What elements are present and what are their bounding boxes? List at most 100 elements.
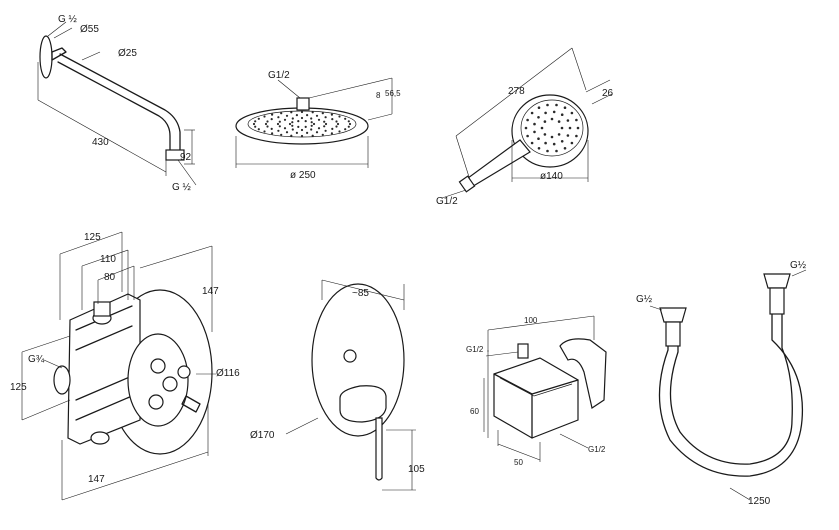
overhead-nozzle-dot [271,132,274,135]
hose-outer-loop [658,299,804,477]
mixer-outlet-3 [148,394,164,410]
hand-shower-nut [458,175,476,193]
mixer-plate-diameter-label: Ø116 [216,368,240,379]
hand-nozzle-dot [537,137,540,140]
trim-diverter-button [343,349,357,363]
overhead-nozzle-dot [306,114,309,117]
hand-nozzle-dot [537,147,541,150]
overhead-nozzle-dot [344,128,347,131]
overhead-nozzle-dot [321,133,324,136]
outlet-thread-bottom-label: G1/2 [588,445,606,454]
overhead-nozzle-dot [280,133,283,136]
hand-shower-handle [464,139,531,189]
outlet-length-label: 100 [524,316,538,325]
overhead-nozzle-dot [266,125,269,128]
overhead-nozzle-dot [336,122,340,126]
hand-nozzle-dot [537,106,541,109]
hand-nozzle-dot [566,119,570,122]
hand-nozzle-dot [575,134,578,138]
hand-nozzle-dot [526,134,529,138]
hand-nozzle-dot [576,126,580,130]
overhead-nozzle-dot [266,120,269,123]
hand-length-label: 278 [508,86,525,97]
overhead-nozzle-dot [252,122,256,126]
trim-lever-drop-label: 105 [408,464,425,475]
hand-nozzle-dot [530,141,534,145]
overhead-nozzle-pattern [252,110,352,138]
overhead-shower-drawing: G1/2 8 56,5 ø 250 [235,70,401,181]
mixer-width-bottom-label: 147 [88,474,105,485]
overhead-nozzle-dot [324,129,327,132]
trim-projection-label: ~85 [352,288,369,299]
mixer-spindle [181,395,201,413]
arm-wall-flange [39,35,53,79]
hand-nozzle-dot [550,117,554,121]
hand-nozzle-dot [537,116,540,119]
overhead-nozzle-dot [270,118,273,121]
mixer-outlet-1 [150,358,166,374]
overhead-nozzle-dot [338,115,341,118]
hand-shower-drawing: 278 26 ø140 G1/2 [436,47,614,207]
mixer-outlet-4 [177,365,191,379]
hand-nozzle-dot [563,147,567,150]
overhead-nozzle-dot [338,130,341,133]
overhead-nozzle-dot [317,118,321,121]
overhead-nozzle-dot [257,128,260,131]
hand-nozzle-pattern [524,103,580,153]
hand-nozzle-dot [560,113,564,116]
overhead-nozzle-dot [300,128,304,132]
hand-nozzle-dot [533,130,536,134]
hand-nozzle-dot [546,103,549,107]
overhead-nozzle-dot [295,114,298,117]
hand-nozzle-dot [552,142,556,146]
overhead-nozzle-dot [278,120,281,123]
hand-nozzle-dot [526,118,529,122]
wall-outlet-drawing: 100 G1/2 60 50 G1/2 [466,315,607,467]
hose-right-cone [769,287,785,315]
hand-nozzle-dot [557,120,561,123]
overhead-nozzle-dot [348,122,352,126]
outlet-top-connector [517,343,529,359]
hand-thread-label: G1/2 [436,196,458,207]
arm-length-label: 430 [92,137,109,148]
mixer-connection-thread-label: G¾ [28,354,45,365]
overhead-nozzle-dot [277,116,280,119]
hose-left-nut [659,307,687,323]
trim-plate-diameter-label: Ø170 [250,430,275,441]
overhead-nozzle-dot [270,127,273,130]
overhead-nozzle-dot [331,118,334,121]
hose-thread-right-label: G½ [790,260,807,271]
overhead-nozzle-dot [254,125,257,128]
hand-nozzle-dot [570,111,574,115]
hand-nozzle-dot [540,126,544,130]
overhead-nozzle-dot [288,122,292,126]
overhead-nozzle-dot [277,129,280,132]
hand-nozzle-dot [533,122,536,126]
mixer-top-nut [93,301,111,317]
outlet-thread-top-label: G1/2 [466,345,484,354]
overhead-nozzle-dot [276,122,280,126]
overhead-nozzle-dot [324,122,328,126]
arm-flange-diameter-label: Ø55 [80,24,99,35]
mixer-outlet-2 [162,376,178,392]
overhead-nozzle-dot [310,117,313,120]
overhead-nozzle-dot [304,120,307,123]
overhead-nozzle-dot [283,118,287,121]
overhead-nozzle-dot [254,120,257,123]
overhead-nozzle-dot [300,116,304,120]
hose-length-label: 1250 [748,496,771,507]
overhead-nozzle-dot [335,125,338,128]
overhead-diameter-label: ø 250 [290,170,316,181]
hand-nozzle-dot [575,118,578,122]
hand-nozzle-dot [530,111,534,115]
hand-nozzle-dot [560,140,564,143]
overhead-nozzle-dot [278,125,281,128]
overhead-height-small-label: 8 [376,91,381,100]
overhead-nozzle-dot [335,120,338,123]
overhead-nozzle-dot [344,117,347,120]
hose-left-cone [665,321,681,347]
outlet-width-label: 50 [514,458,523,467]
overhead-nozzle-dot [317,127,321,130]
trim-lever-base [339,385,387,423]
overhead-nozzle-dot [310,124,313,127]
